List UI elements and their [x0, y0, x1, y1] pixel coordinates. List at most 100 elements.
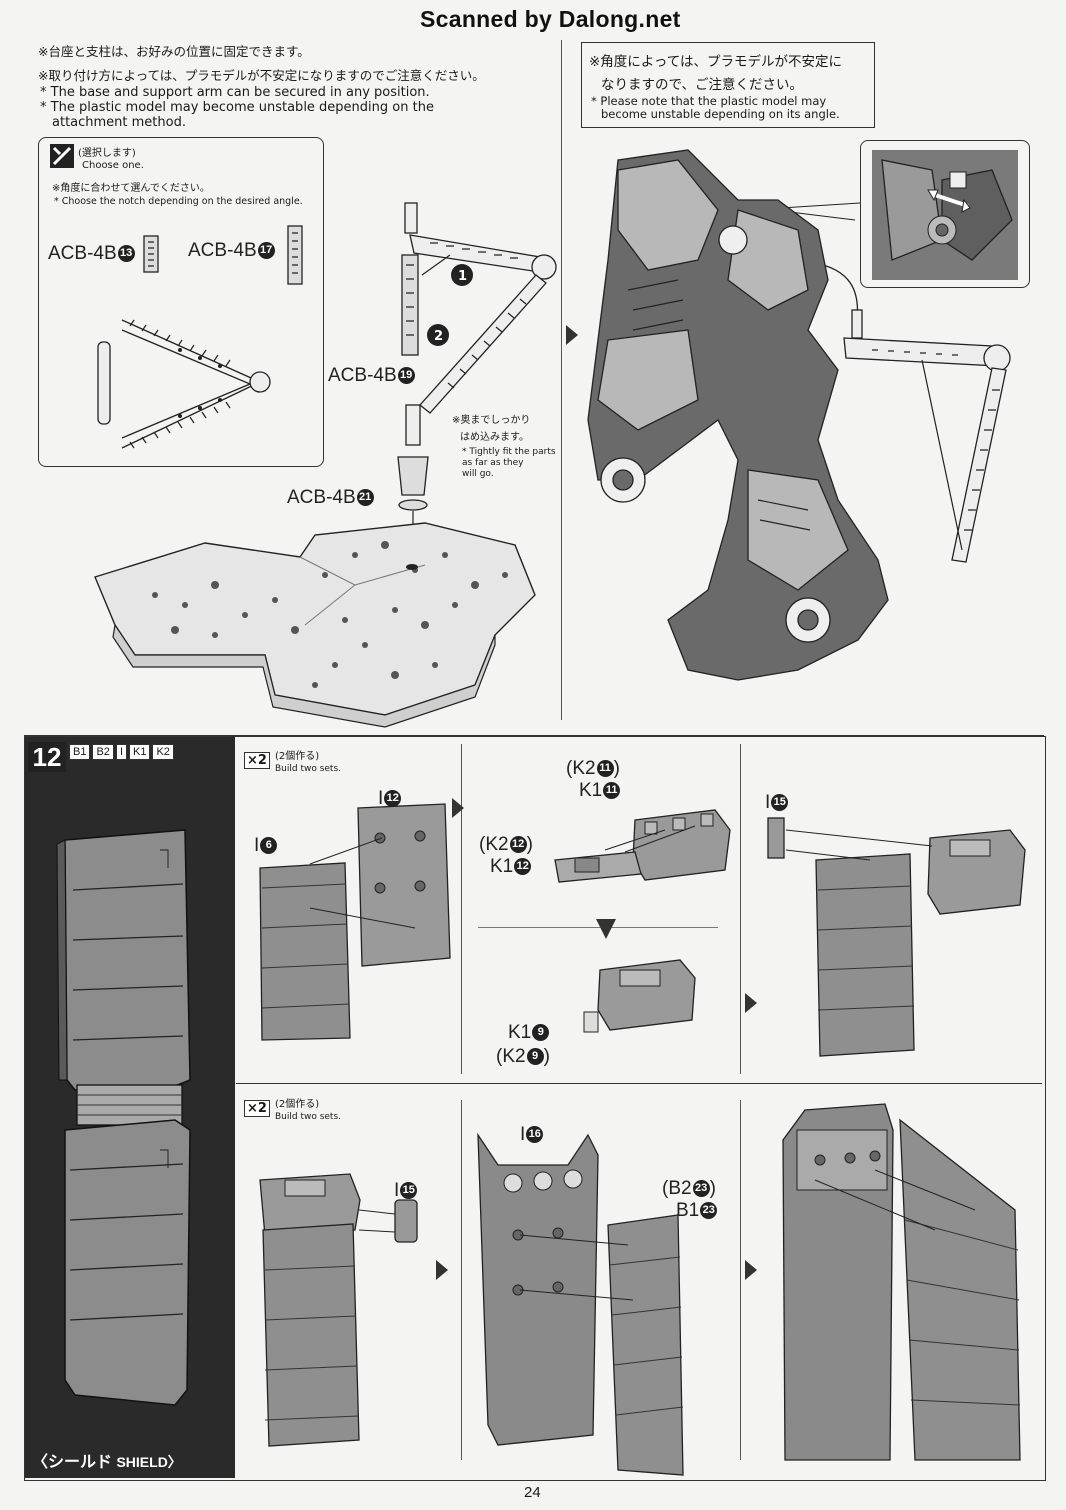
- step-1-badge: 1: [458, 269, 467, 284]
- runner-k1: K1: [129, 744, 151, 760]
- panel-d-count-jp: (2個作る): [275, 1099, 320, 1110]
- part-i16-letter: I: [520, 1124, 526, 1145]
- part-acb-4b-19-num: 19: [397, 367, 415, 385]
- part-acb-4b-21-label: ACB-4B: [287, 487, 356, 508]
- part-acb-4b-19-label: ACB-4B: [328, 365, 397, 386]
- panel-a-illustration: [259, 803, 451, 1041]
- step12-frame: [24, 736, 1046, 1481]
- part-k2-9-label: (K2: [496, 1046, 526, 1067]
- top-left-note-en-3: attachment method.: [52, 115, 186, 130]
- part-k1-9-label: K1: [508, 1022, 532, 1043]
- fit-en-2: as far as they: [462, 458, 524, 468]
- part-i12-num: 12: [384, 790, 402, 808]
- part-b1-23-num: 23: [700, 1202, 718, 1220]
- angle-warning-jp-2: なりますので、ご注意ください。: [601, 77, 803, 93]
- part-k1-12-num: 12: [514, 858, 532, 876]
- panel-c-illustration: [767, 817, 1026, 1057]
- part-i15-c-num: 15: [771, 794, 789, 812]
- runner-i: I: [115, 744, 127, 760]
- watermark-text: Scanned by Dalong.net: [420, 6, 681, 32]
- top-left-note-jp-2: ※取り付け方によっては、プラモデルが不安定になりますのでご注意ください。: [38, 68, 485, 83]
- support-arm-attached-illustration: [843, 309, 1011, 563]
- angle-en: * Choose the notch depending on the desi…: [54, 196, 303, 207]
- notch-part-13-icon: [143, 235, 159, 273]
- part-i15-d-letter: I: [394, 1180, 400, 1201]
- panel-e-illustration: [477, 1132, 684, 1476]
- choose-one-box: [38, 137, 324, 467]
- flow-arrow-icon: [566, 325, 578, 345]
- panel-row-divider: [236, 1083, 1042, 1084]
- angle-warning-en-1: * Please note that the plastic model may: [591, 94, 827, 108]
- part-acb-4b-17-label: ACB-4B: [188, 240, 257, 261]
- part-i16-num: 16: [526, 1126, 544, 1144]
- panel-e-next-arrow-icon: [745, 1260, 757, 1280]
- runner-b1: B1: [69, 744, 91, 760]
- runner-b2: B2: [92, 744, 114, 760]
- step-2-badge: 2: [434, 329, 443, 344]
- part-b2-23-num: 23: [692, 1180, 710, 1198]
- panel-b-parts-illustration: [554, 809, 731, 883]
- panel-b-assembled-illustration: [583, 959, 696, 1033]
- part-i6-letter: I: [254, 835, 260, 856]
- top-divider: [561, 40, 562, 720]
- shield-label-jp: 〈シールド: [32, 1454, 113, 1471]
- robot-legs-illustration: [587, 149, 889, 681]
- angle-warning-jp-1: ※角度によっては、プラモデルが不安定に: [589, 54, 842, 70]
- down-arrow-icon: [596, 919, 616, 939]
- closeup-inset: [860, 140, 1030, 288]
- part-k2-12-label: (K2: [479, 834, 509, 855]
- part-i15-d-num: 15: [400, 1182, 418, 1200]
- page-number: 24: [524, 1484, 541, 1501]
- shield-complete-illustration: [56, 829, 191, 1406]
- choose-jp: (選択します): [78, 148, 136, 159]
- angle-warning-en-2: become unstable depending on its angle.: [601, 107, 840, 121]
- top-left-note-jp-1: ※台座と支柱は、お好みの位置に固定できます。: [38, 44, 310, 59]
- top-left-note-en-1: * The base and support arm can be secure…: [40, 85, 430, 100]
- panel-a-next-arrow-icon: [452, 798, 464, 818]
- part-k1-9-num: 9: [532, 1024, 550, 1042]
- part-k2-11-num: 11: [596, 760, 614, 778]
- part-b1-23-label: B1: [676, 1200, 700, 1221]
- shield-label: 〈シールド SHIELD〉: [32, 1448, 182, 1472]
- part-acb-4b-21-num: 21: [356, 489, 374, 507]
- runner-k2: K2: [152, 744, 174, 760]
- display-base-illustration: [94, 522, 536, 728]
- top-left-note-en-2: * The plastic model may become unstable …: [40, 100, 434, 115]
- shield-label-en: SHIELD〉: [116, 1454, 182, 1470]
- step-number: 12: [28, 742, 66, 772]
- part-acb-4b-13-num: 13: [117, 245, 135, 263]
- part-k2-11-label: (K2: [566, 758, 596, 779]
- runner-list: B1 B2 I K1 K2: [69, 744, 174, 760]
- part-i6-num: 6: [260, 837, 278, 855]
- panel-d-next-arrow-icon: [436, 1260, 448, 1280]
- part-k2-12-num: 12: [509, 836, 527, 854]
- fit-en-3: will go.: [462, 469, 494, 479]
- panel-a-count-en: Build two sets.: [275, 764, 342, 774]
- panel-divider-1: [461, 744, 462, 1074]
- panel-d-illustration: [259, 1173, 418, 1447]
- part-i15-c-letter: I: [765, 792, 771, 813]
- panel-a-count: ×2: [244, 752, 270, 769]
- panel-d-count-en: Build two sets.: [275, 1112, 342, 1122]
- choose-en: Choose one.: [82, 160, 144, 171]
- angle-jp: ※角度に合わせて選んでください。: [52, 183, 210, 194]
- part-acb-4b-17-num: 17: [257, 242, 275, 260]
- panel-b-next-arrow-icon: [745, 993, 757, 1013]
- part-acb-4b-13-label: ACB-4B: [48, 243, 117, 264]
- panel-d-count: ×2: [244, 1100, 270, 1117]
